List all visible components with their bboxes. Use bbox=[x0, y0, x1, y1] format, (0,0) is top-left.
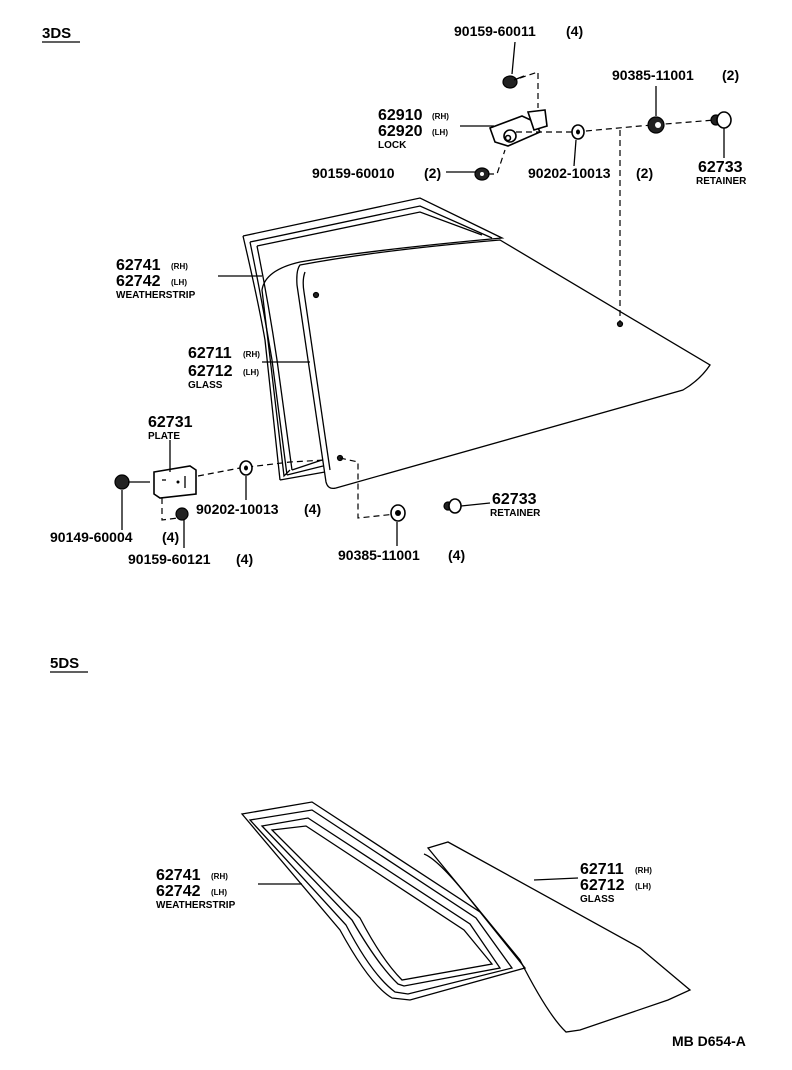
label-retainer-bottom: 62733 RETAINER bbox=[490, 491, 541, 519]
label-screw-lock-lower: 90159-60010 (2) bbox=[312, 165, 441, 181]
svg-text:(4): (4) bbox=[236, 551, 253, 567]
label-lock: 62910 (RH) 62920 (LH) LOCK bbox=[378, 107, 449, 151]
svg-text:LOCK: LOCK bbox=[378, 140, 407, 151]
drawing-code: MB D654-A bbox=[672, 1033, 746, 1049]
section-5ds-header: 5DS bbox=[50, 655, 88, 673]
svg-text:(2): (2) bbox=[636, 165, 653, 181]
label-glass-3ds: 62711 (RH) 62712 (LH) GLASS bbox=[188, 345, 260, 391]
screw-plate-lower-icon bbox=[175, 507, 189, 521]
screw-plate-left-icon bbox=[114, 474, 150, 490]
svg-text:GLASS: GLASS bbox=[580, 894, 615, 905]
svg-text:90159-60010: 90159-60010 bbox=[312, 165, 395, 181]
svg-text:90202-10013: 90202-10013 bbox=[196, 501, 279, 517]
svg-text:90202-10013: 90202-10013 bbox=[528, 165, 611, 181]
label-screw-top: 90159-60011 (4) bbox=[454, 23, 583, 39]
svg-text:RETAINER: RETAINER bbox=[696, 176, 747, 187]
label-screw-plate-lower: 90159-60121 (4) bbox=[128, 551, 253, 567]
label-cushion-bottom: 90385-11001 (4) bbox=[338, 547, 465, 563]
label-weatherstrip-3ds: 62741 (RH) 62742 (LH) WEATHERSTRIP bbox=[116, 257, 196, 301]
svg-text:(4): (4) bbox=[566, 23, 583, 39]
glass-5ds bbox=[423, 841, 692, 1033]
weatherstrip-3ds bbox=[242, 197, 505, 481]
svg-text:62712: 62712 bbox=[188, 363, 233, 380]
plate-icon bbox=[153, 465, 197, 499]
label-plate: 62731 PLATE bbox=[148, 414, 193, 442]
svg-text:(2): (2) bbox=[424, 165, 441, 181]
svg-text:62741: 62741 bbox=[156, 867, 201, 884]
svg-text:(LH): (LH) bbox=[243, 368, 259, 377]
svg-text:(RH): (RH) bbox=[432, 112, 449, 121]
svg-text:GLASS: GLASS bbox=[188, 380, 223, 391]
cushion-bottom-icon bbox=[390, 504, 406, 522]
label-washer-lock: 90202-10013 (2) bbox=[528, 165, 653, 181]
svg-text:62711: 62711 bbox=[580, 861, 624, 878]
svg-text:90385-11001: 90385-11001 bbox=[338, 547, 420, 563]
svg-text:62733: 62733 bbox=[698, 159, 743, 176]
svg-text:62910: 62910 bbox=[378, 107, 423, 124]
svg-text:62742: 62742 bbox=[156, 883, 201, 900]
svg-text:(LH): (LH) bbox=[211, 888, 227, 897]
screw-lock-lower-icon bbox=[474, 167, 490, 181]
glass-3ds bbox=[296, 239, 711, 490]
svg-text:90149-60004: 90149-60004 bbox=[50, 529, 133, 545]
svg-text:(4): (4) bbox=[162, 529, 179, 545]
retainer-bottom-icon bbox=[443, 498, 462, 514]
label-glass-5ds: 62711 (RH) 62712 (LH) GLASS bbox=[580, 861, 652, 905]
svg-text:(4): (4) bbox=[448, 547, 465, 563]
label-weatherstrip-5ds: 62741 (RH) 62742 (LH) WEATHERSTRIP bbox=[156, 867, 236, 911]
svg-text:RETAINER: RETAINER bbox=[490, 508, 541, 519]
svg-text:62712: 62712 bbox=[580, 877, 625, 894]
svg-text:62711: 62711 bbox=[188, 345, 232, 362]
svg-text:WEATHERSTRIP: WEATHERSTRIP bbox=[156, 900, 236, 911]
label-screw-plate-left: 90149-60004 (4) bbox=[50, 529, 179, 545]
svg-text:WEATHERSTRIP: WEATHERSTRIP bbox=[116, 290, 196, 301]
washer-lock-icon bbox=[571, 124, 585, 140]
label-retainer-top: 62733 RETAINER bbox=[696, 159, 747, 187]
svg-text:62920: 62920 bbox=[378, 123, 423, 140]
washer-plate-icon bbox=[239, 460, 253, 476]
svg-text:90385-11001: 90385-11001 bbox=[612, 67, 694, 83]
svg-text:(LH): (LH) bbox=[171, 278, 187, 287]
retainer-top-icon bbox=[710, 111, 732, 129]
weatherstrip-5ds bbox=[240, 801, 527, 1001]
lock-assembly bbox=[488, 109, 548, 147]
svg-text:5DS: 5DS bbox=[50, 655, 79, 672]
svg-text:(RH): (RH) bbox=[635, 866, 652, 875]
svg-text:(2): (2) bbox=[722, 67, 739, 83]
svg-text:62742: 62742 bbox=[116, 273, 161, 290]
svg-text:62741: 62741 bbox=[116, 257, 161, 274]
svg-text:(LH): (LH) bbox=[635, 882, 651, 891]
section-3ds-header: 3DS bbox=[42, 25, 80, 43]
svg-text:90159-60121: 90159-60121 bbox=[128, 551, 211, 567]
svg-text:(RH): (RH) bbox=[243, 350, 260, 359]
label-cushion-top: 90385-11001 (2) bbox=[612, 67, 739, 83]
svg-text:(RH): (RH) bbox=[211, 872, 228, 881]
svg-text:(LH): (LH) bbox=[432, 128, 448, 137]
label-washer-plate: 90202-10013 (4) bbox=[196, 501, 321, 517]
svg-text:PLATE: PLATE bbox=[148, 431, 180, 442]
svg-text:(4): (4) bbox=[304, 501, 321, 517]
svg-text:3DS: 3DS bbox=[42, 25, 71, 42]
svg-text:(RH): (RH) bbox=[171, 262, 188, 271]
cushion-top-icon bbox=[647, 116, 665, 134]
svg-text:62733: 62733 bbox=[492, 491, 537, 508]
svg-text:62731: 62731 bbox=[148, 414, 193, 431]
svg-text:90159-60011: 90159-60011 bbox=[454, 23, 536, 39]
